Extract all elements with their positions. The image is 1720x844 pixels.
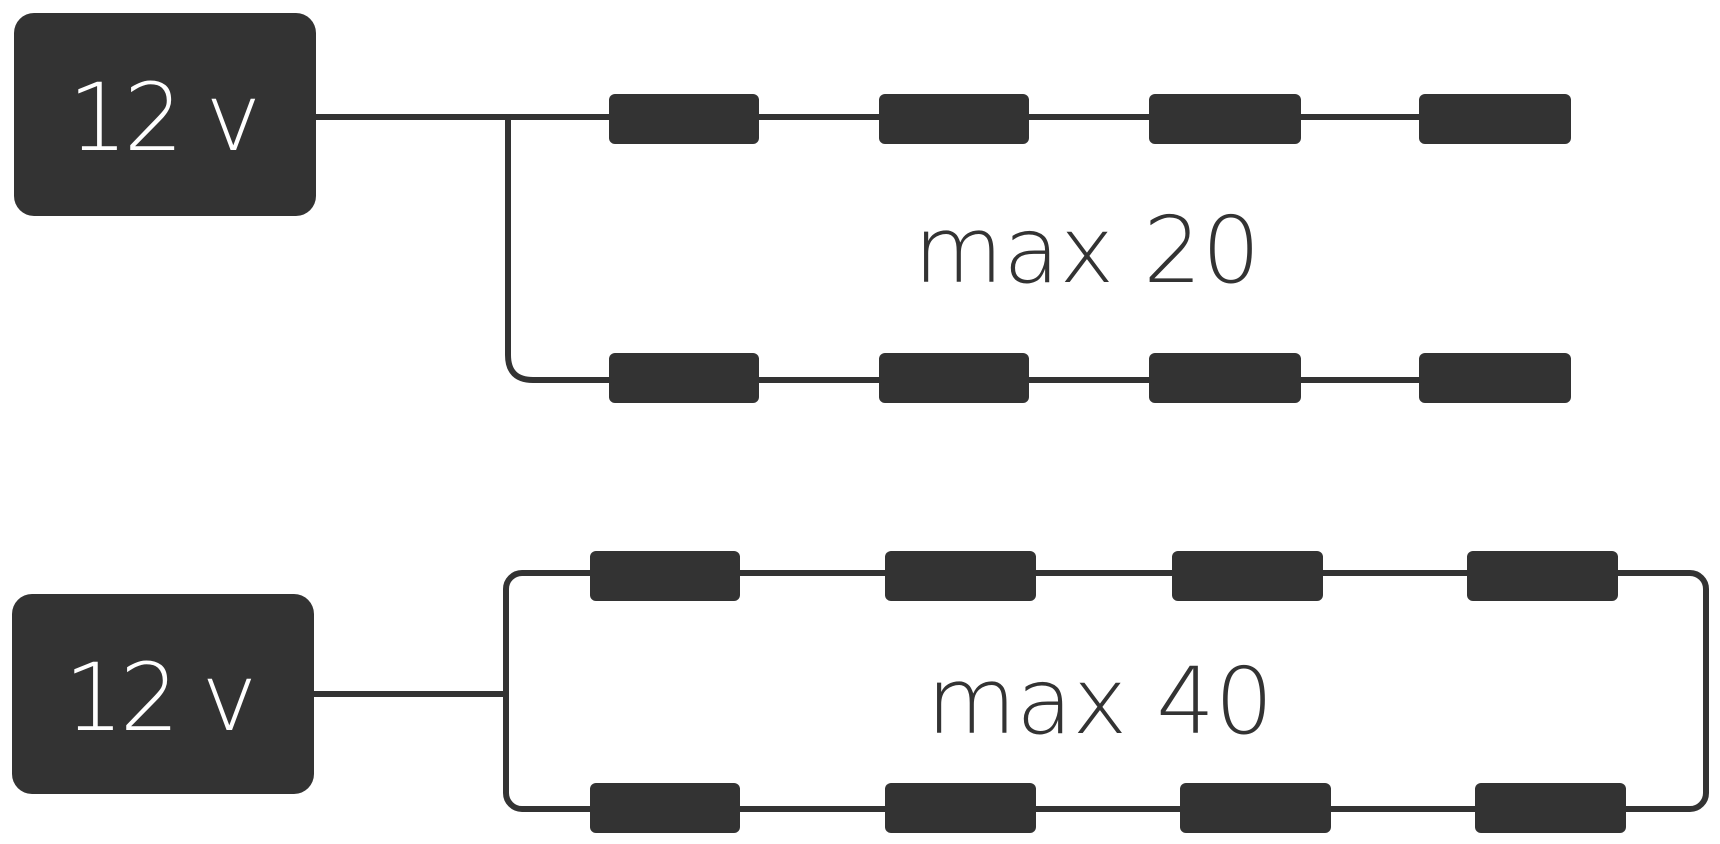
power-supply-box — [14, 13, 316, 216]
led-module — [1419, 353, 1571, 403]
branch-wire — [505, 114, 1571, 383]
max-label: max 40 — [927, 648, 1274, 755]
diagram-loop: 12 v max 40 — [12, 551, 1709, 833]
led-module — [1149, 94, 1301, 144]
led-row-2 — [609, 353, 1571, 403]
led-module — [1172, 551, 1323, 601]
diagram-branched: 12 v max 20 — [14, 13, 1571, 403]
led-module — [609, 94, 759, 144]
led-row-2 — [590, 783, 1626, 833]
max-label: max 20 — [914, 197, 1261, 304]
led-module — [590, 783, 740, 833]
led-module — [879, 94, 1029, 144]
power-supply-box — [12, 594, 314, 794]
led-module — [590, 551, 740, 601]
led-module — [609, 353, 759, 403]
power-supply-label: 12 v — [68, 64, 257, 173]
led-module — [1475, 783, 1626, 833]
led-module — [1419, 94, 1571, 144]
power-supply-label: 12 v — [64, 644, 253, 753]
loop-wire — [503, 570, 1709, 812]
power-supply-1: 12 v — [14, 13, 316, 216]
power-supply-2: 12 v — [12, 594, 314, 794]
led-module — [1467, 551, 1618, 601]
led-module — [879, 353, 1029, 403]
led-module — [1149, 353, 1301, 403]
led-row-1 — [590, 551, 1618, 601]
led-module — [1180, 783, 1331, 833]
led-module — [885, 783, 1036, 833]
led-row-1 — [609, 94, 1571, 144]
led-module — [885, 551, 1036, 601]
